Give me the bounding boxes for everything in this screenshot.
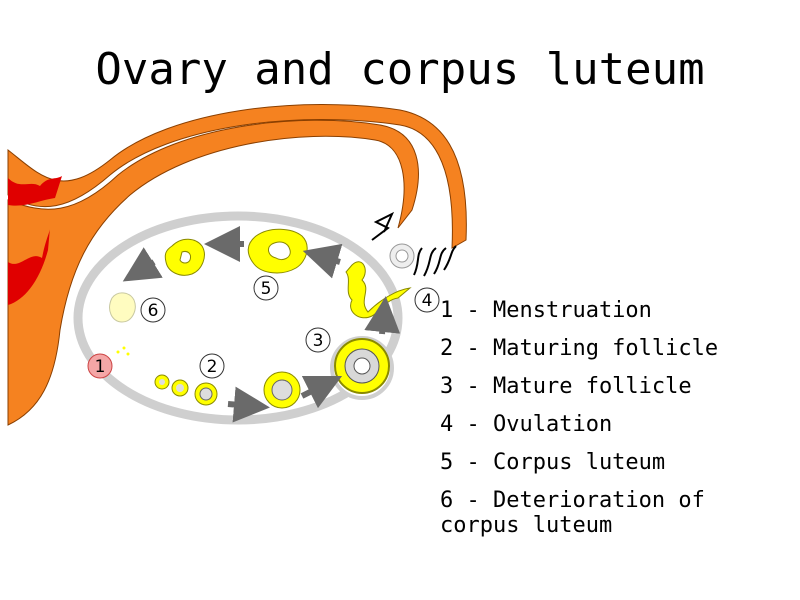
corpus-luteum xyxy=(247,228,308,274)
stage-marker-5: 5 xyxy=(253,275,279,301)
svg-text:1: 1 xyxy=(95,357,106,377)
legend: 1 - Menstruation 2 - Maturing follicle 3… xyxy=(440,298,790,551)
legend-item-corpus-luteum: 5 - Corpus luteum xyxy=(440,450,666,475)
growing-follicle xyxy=(263,371,301,409)
ovum xyxy=(389,243,415,269)
stage-marker-6: 6 xyxy=(140,297,166,323)
svg-text:3: 3 xyxy=(313,331,324,351)
fallopian-tube xyxy=(7,103,467,426)
regressing-corpus-luteum xyxy=(164,238,205,276)
stage-marker-2: 2 xyxy=(199,353,225,379)
svg-text:2: 2 xyxy=(207,357,218,377)
arrow-to-ovulation xyxy=(364,296,401,335)
corpus-albicans xyxy=(109,292,136,356)
svg-text:6: 6 xyxy=(148,301,159,321)
stage-marker-4: 4 xyxy=(414,287,440,313)
svg-text:4: 4 xyxy=(422,291,433,311)
stage-marker-3: 3 xyxy=(305,327,331,353)
cycle-arrows xyxy=(122,226,401,423)
legend-item-menstruation: 1 - Menstruation xyxy=(440,298,652,323)
fimbriae xyxy=(371,211,457,277)
stage-marker-1: 1 xyxy=(87,353,113,379)
legend-item-deterioration: 6 - Deterioration of corpus luteum xyxy=(440,488,719,538)
small-follicles xyxy=(154,374,218,406)
arrow-to-mature-follicle xyxy=(300,375,343,409)
svg-text:5: 5 xyxy=(261,279,272,299)
mature-follicle xyxy=(330,336,394,400)
legend-item-ovulation: 4 - Ovulation xyxy=(440,412,613,437)
arrow-to-albicans xyxy=(122,247,163,282)
menstrual-lining-lower xyxy=(8,228,50,305)
arrow-to-growing-follicle xyxy=(227,386,270,423)
menstrual-lining-upper xyxy=(8,176,62,206)
legend-item-maturing-follicle: 2 - Maturing follicle xyxy=(440,336,719,361)
arrow-to-corpus-luteum xyxy=(302,243,343,279)
diagram-title: Ovary and corpus luteum xyxy=(95,44,705,95)
legend-item-mature-follicle: 3 - Mature follicle xyxy=(440,374,692,399)
